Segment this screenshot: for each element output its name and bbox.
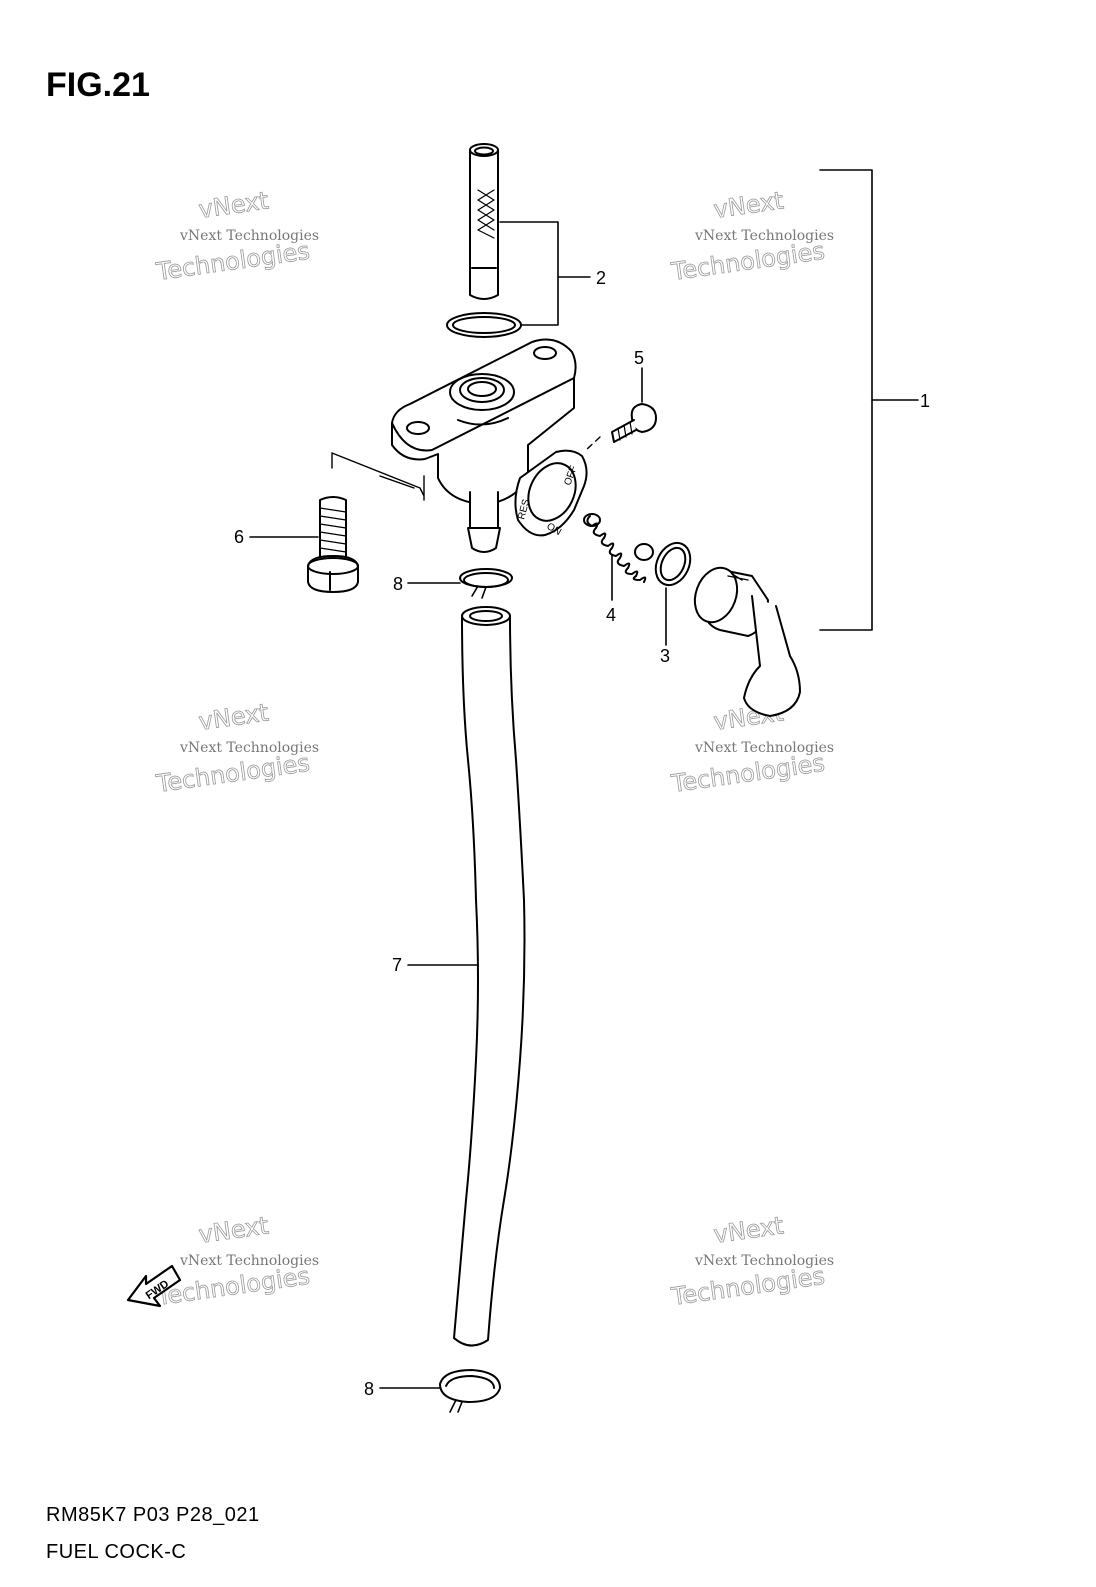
svg-text:vNext Technologies: vNext Technologies (179, 740, 319, 756)
callout-numbers: 1 2 3 4 5 6 7 8 8 (234, 268, 930, 1399)
svg-text:vNext Technologies: vNext Technologies (694, 228, 834, 244)
valve-lever-plate (514, 449, 588, 537)
svg-text:Technologies: Technologies (154, 749, 312, 798)
svg-text:vNext: vNext (197, 186, 270, 223)
svg-text:vNext Technologies: vNext Technologies (179, 228, 319, 244)
svg-text:vNext: vNext (712, 1211, 785, 1248)
lever-o-ring (654, 541, 692, 587)
callout-7: 7 (392, 955, 402, 975)
svg-text:vNext Technologies: vNext Technologies (694, 740, 834, 756)
svg-text:Technologies: Technologies (669, 1262, 827, 1311)
valve-body (391, 338, 577, 553)
svg-text:Technologies: Technologies (669, 237, 827, 286)
watermark: vNext Technologies vNext Technologies (669, 698, 835, 798)
svg-text:vNext: vNext (197, 1211, 270, 1248)
diagram-name: FUEL COCK-C (46, 1541, 187, 1563)
callout-4: 4 (606, 605, 616, 625)
callout-1: 1 (920, 391, 930, 411)
callout-2: 2 (596, 268, 606, 288)
bolt (307, 496, 359, 593)
callout-5: 5 (634, 348, 644, 368)
callout-8-top: 8 (393, 574, 403, 594)
svg-text:vNext: vNext (712, 186, 785, 223)
svg-text:vNext: vNext (197, 698, 270, 735)
res-marking: RES (516, 498, 532, 521)
watermark: vNext Technologies vNext Technologies (669, 186, 835, 286)
screw (611, 403, 657, 443)
callout-6: 6 (234, 527, 244, 547)
svg-text:vNext Technologies: vNext Technologies (179, 1253, 319, 1269)
callout-8-bottom: 8 (364, 1379, 374, 1399)
fuel-strainer (469, 143, 499, 300)
callout-3: 3 (660, 646, 670, 666)
strainer-o-ring (446, 312, 522, 338)
fuel-lever (693, 566, 801, 717)
watermark: vNext Technologies vNext Technologies (154, 186, 320, 286)
svg-text:Technologies: Technologies (669, 749, 827, 798)
hose-clamp-bottom (439, 1369, 501, 1413)
diagram-code: RM85K7 P03 P28_021 (46, 1504, 260, 1526)
svg-text:vNext Technologies: vNext Technologies (694, 1253, 834, 1269)
hose-clamp-top (459, 568, 513, 599)
leader-lines (249, 221, 667, 1389)
svg-text:Technologies: Technologies (154, 1262, 312, 1311)
spring (583, 513, 654, 583)
watermark: vNext Technologies vNext Technologies (154, 698, 320, 798)
fuel-hose (453, 606, 526, 1347)
watermark: vNext Technologies vNext Technologies (669, 1211, 835, 1311)
figure-title: FIG.21 (46, 66, 150, 104)
watermark: vNext Technologies vNext Technologies (154, 1211, 320, 1311)
svg-text:Technologies: Technologies (154, 237, 312, 286)
